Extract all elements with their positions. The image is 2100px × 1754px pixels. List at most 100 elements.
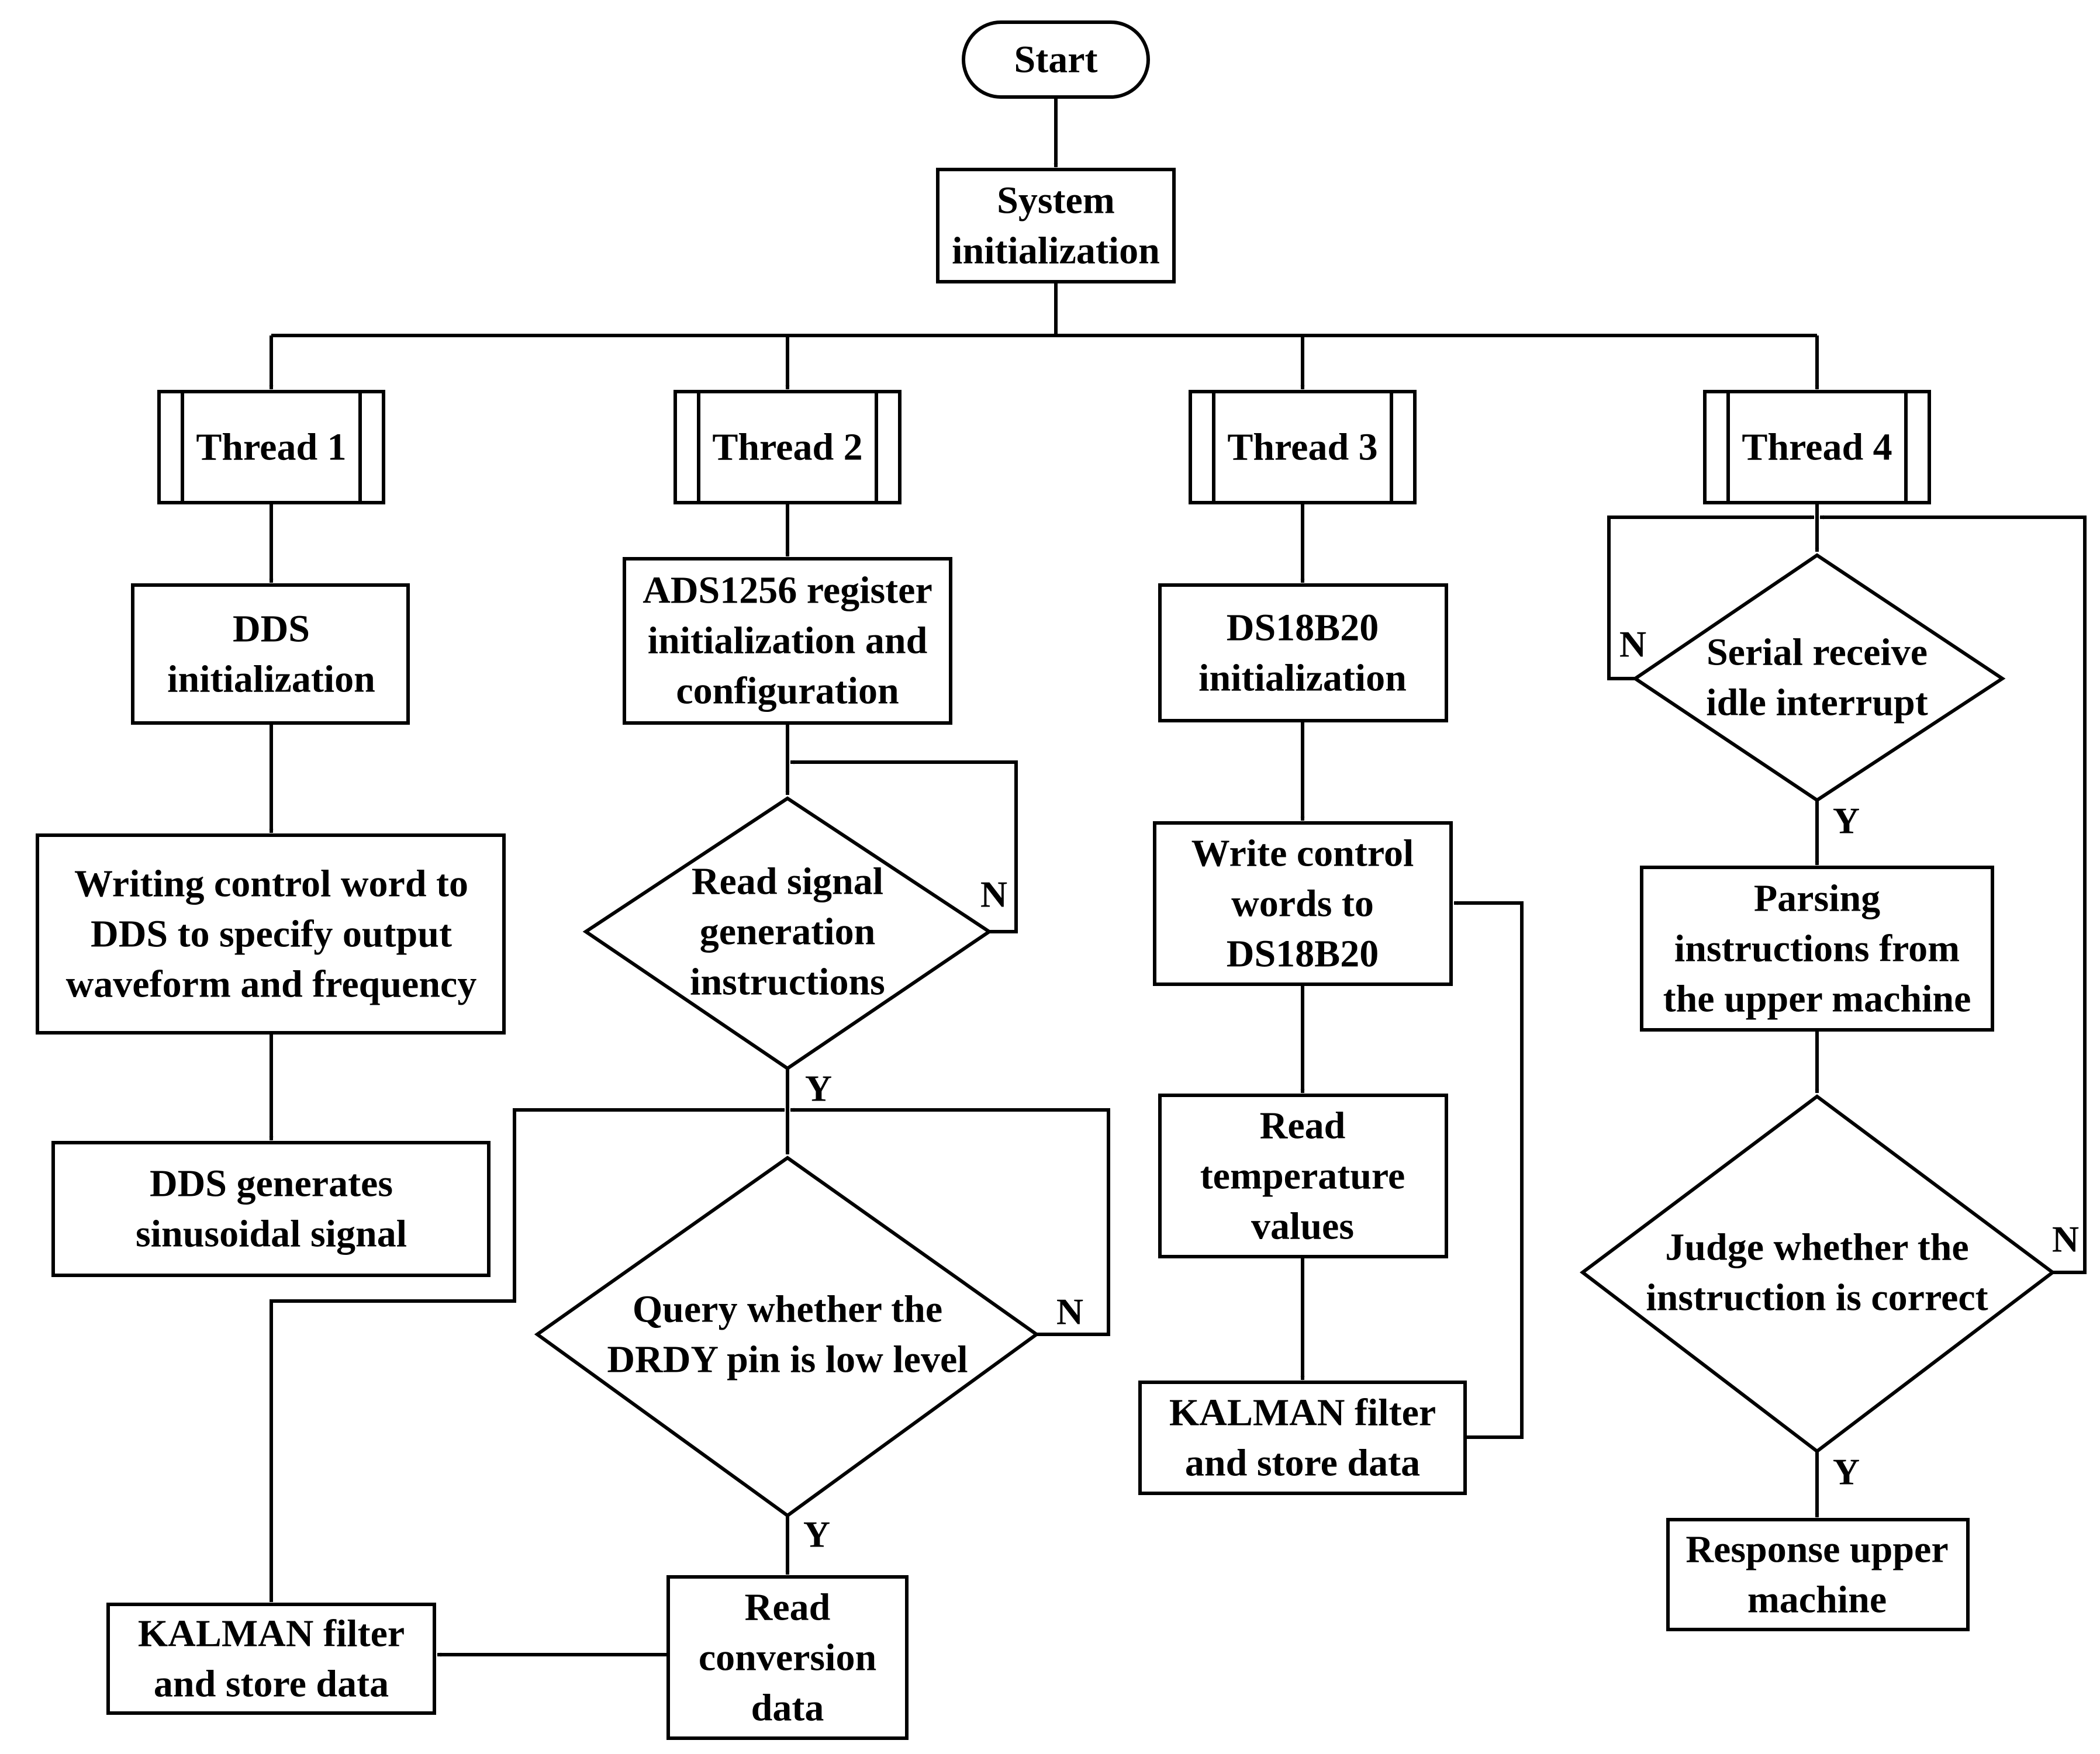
edge-drdy-no-loop [790, 1108, 1110, 1336]
ads_init-line-2: initialization and [648, 620, 928, 662]
read-conversion-label: Read conversion data [699, 1586, 876, 1729]
judge-line-1: Judge whether the [1665, 1226, 1968, 1269]
judge-no-label: N [2052, 1219, 2079, 1260]
read-conversion-box [666, 1575, 909, 1740]
start-terminator [962, 20, 1150, 99]
response-line-1: Response upper [1685, 1528, 1948, 1571]
read_temp-line-1: Read [1260, 1105, 1346, 1147]
thread3-line-1: Thread 3 [1227, 426, 1377, 469]
judge-line-2: instruction is correct [1646, 1276, 1988, 1319]
judge-yes-label: Y [1833, 1451, 1860, 1493]
dds_write-line-2: DDS to specify output [91, 913, 452, 956]
kalman3-line-1: KALMAN filter [1169, 1392, 1436, 1434]
thread4-label: Thread 4 [1742, 426, 1892, 469]
ads_init-line-3: configuration [676, 670, 899, 712]
read_temp-line-2: temperature [1200, 1155, 1405, 1198]
start-line-1: Start [1014, 39, 1098, 81]
sys_init-line-1: System [997, 179, 1115, 222]
drdy-line-2: DRDY pin is low level [607, 1338, 968, 1381]
response-line-2: machine [1747, 1579, 1887, 1621]
branch-labels: N Y N Y N Y N Y [803, 624, 2079, 1555]
ds_write-line-3: DS18B20 [1227, 933, 1379, 975]
response-label: Response upper machine [1685, 1528, 1948, 1621]
dds_gen-line-2: sinusoidal signal [136, 1213, 407, 1255]
ds_init-line-1: DS18B20 [1227, 607, 1379, 649]
sys_init-line-2: initialization [952, 230, 1160, 272]
kalman3-label: KALMAN filter and store data [1169, 1392, 1436, 1485]
dds_write-line-1: Writing control word to [74, 863, 468, 905]
read_sig-line-1: Read signal [692, 860, 883, 903]
system-init-label: System initialization [952, 179, 1160, 272]
judge-label: Judge whether the instruction is correct [1646, 1226, 1988, 1319]
dds-init-label: DDS initialization [167, 608, 375, 701]
drdy-yes-label: Y [803, 1514, 830, 1555]
drdy-no-label: N [1056, 1291, 1083, 1333]
dds_write-line-3: waveform and frequency [66, 963, 477, 1006]
response-box [1666, 1518, 1970, 1631]
read_temp-line-3: values [1251, 1205, 1354, 1248]
ds_write-line-1: Write control [1191, 832, 1414, 875]
parse-box [1640, 866, 1994, 1032]
read-signal-no-label: N [980, 874, 1007, 915]
thread3-label: Thread 3 [1227, 426, 1377, 469]
thread3-process [1189, 390, 1417, 504]
edge-readsig-no-loop [790, 760, 1018, 933]
read-temp-label: Read temperature values [1200, 1105, 1405, 1248]
drdy-line-1: Query whether the [633, 1288, 942, 1331]
ads_init-line-1: ADS1256 register [643, 569, 932, 612]
serial-line-1: Serial receive [1707, 631, 1928, 674]
thread2-line-1: Thread 2 [712, 426, 862, 469]
dds-write-box [36, 833, 506, 1035]
drdy-decision [534, 1156, 1040, 1518]
read_conv-line-2: conversion [699, 1637, 876, 1679]
dds-gen-label: DDS generates sinusoidal signal [136, 1163, 407, 1255]
ds-write-box [1153, 821, 1453, 986]
nodes [36, 20, 2056, 1740]
judge-decision [1580, 1094, 2056, 1454]
thread2-label: Thread 2 [712, 426, 862, 469]
dds_gen-line-1: DDS generates [150, 1163, 393, 1205]
thread1-process [157, 390, 385, 504]
ads-init-box [623, 557, 952, 725]
read-signal-yes-label: Y [805, 1068, 832, 1109]
ds-init-label: DS18B20 initialization [1198, 607, 1407, 700]
read-signal-decision [582, 796, 993, 1071]
ds-write-label: Write control words to DS18B20 [1191, 832, 1414, 975]
system-init-box [936, 168, 1176, 283]
read_conv-line-3: data [751, 1687, 824, 1729]
read_conv-line-1: Read [745, 1586, 831, 1629]
kalman1-box [106, 1603, 436, 1715]
parse-line-3: the upper machine [1663, 978, 1971, 1020]
ds_init-line-2: initialization [1198, 657, 1407, 700]
edge-kalman1-loop [270, 1108, 785, 1602]
kalman1-line-1: KALMAN filter [138, 1613, 405, 1655]
read_sig-line-3: instructions [690, 961, 885, 1004]
read_sig-line-2: generation [700, 911, 876, 953]
ds-init-box [1158, 583, 1448, 722]
thread4-process [1703, 390, 1931, 504]
parse-line-1: Parsing [1754, 877, 1880, 920]
dds-init-box [131, 583, 410, 725]
read-signal-label: Read signal generation instructions [690, 860, 885, 1004]
edge-serial-no-loop [1607, 515, 1815, 680]
start-label: Start [1014, 39, 1098, 81]
kalman3-box [1138, 1381, 1467, 1495]
read-temp-box [1158, 1094, 1448, 1258]
dds-gen-box [51, 1141, 491, 1277]
dds_init-line-2: initialization [167, 658, 375, 701]
serial-no-label: N [1619, 624, 1646, 665]
serial-decision [1632, 553, 2006, 802]
serial-line-2: idle interrupt [1706, 681, 1928, 724]
ds_write-line-2: words to [1231, 883, 1374, 925]
edge-kalman3-loop [1453, 901, 1524, 1439]
thread2-process [673, 390, 902, 504]
kalman3-line-2: and store data [1185, 1442, 1420, 1485]
edge-judge-no-loop [1819, 515, 2087, 1274]
thread4-line-1: Thread 4 [1742, 426, 1892, 469]
edges [269, 97, 2087, 1657]
dds_init-line-1: DDS [233, 608, 310, 651]
